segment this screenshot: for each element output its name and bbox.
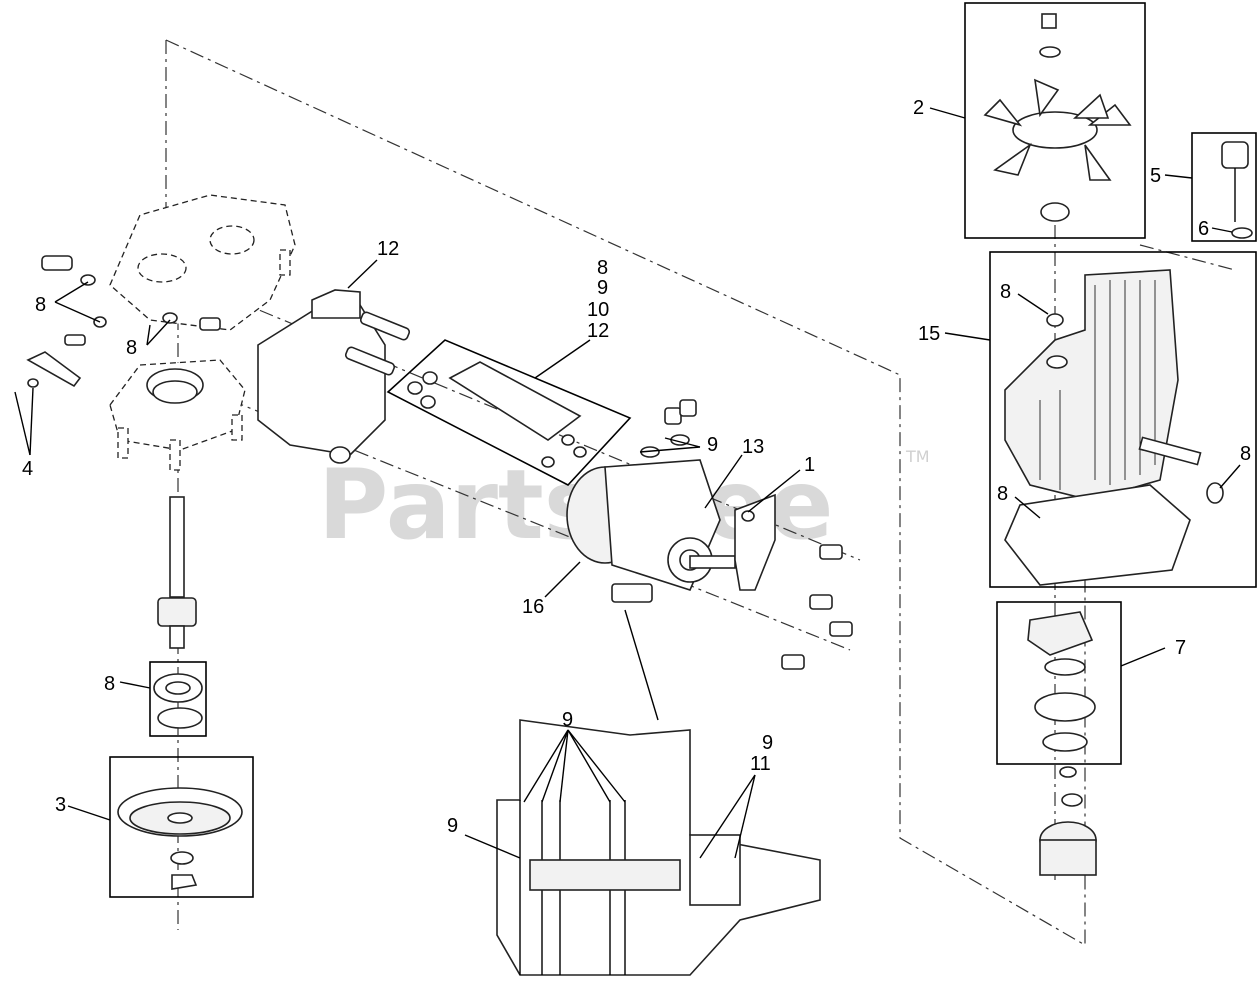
callout-9-stack: 9: [597, 277, 608, 299]
expansion-tank-box: [989, 251, 1257, 588]
callout-1: 1: [804, 454, 815, 476]
callout-8-gasket: 8: [997, 483, 1008, 505]
callout-16: 16: [522, 596, 544, 618]
control-arm: [26, 351, 82, 388]
callout-5: 5: [1150, 165, 1161, 187]
callout-12-top: 12: [377, 238, 399, 260]
callout-9-section-right: 9: [762, 732, 773, 754]
lower-housing-ghost: [109, 359, 246, 471]
seal-kit-frame: [386, 339, 632, 486]
callout-15: 15: [918, 323, 940, 345]
coupler-kit-box: [996, 601, 1122, 765]
callout-9-section-left: 9: [447, 815, 458, 837]
callout-8-bearing: 8: [104, 673, 115, 695]
callout-9-section-top: 9: [562, 709, 573, 731]
callout-7: 7: [1175, 637, 1186, 659]
callout-3: 3: [55, 794, 66, 816]
dipstick-kit-box: [1191, 132, 1257, 242]
callout-labels: 2 5 6 8 15 8 8 7 12 8 9 10 12 9 13 1 16 …: [22, 97, 1251, 837]
callout-2: 2: [913, 97, 924, 119]
callout-11: 11: [750, 753, 771, 775]
callout-8-stack: 8: [597, 257, 608, 279]
end-cap-housing: [257, 289, 411, 464]
callout-10-stack: 10: [587, 299, 609, 321]
pump-assembly: [566, 399, 853, 670]
left-fittings: [41, 255, 221, 346]
leader-lines: [14, 107, 1241, 859]
callout-8-right-fitting: 8: [1240, 443, 1251, 465]
callout-8-left-fittings: 8: [35, 294, 46, 316]
callout-9-plugs: 9: [707, 434, 718, 456]
callout-6: 6: [1198, 218, 1209, 240]
pump-section-view: [496, 719, 821, 976]
callout-12-stack: 12: [587, 320, 609, 342]
callout-8-top-right: 8: [1000, 281, 1011, 303]
fan-kit-box: [964, 2, 1146, 239]
callout-8-left-seal: 8: [126, 337, 137, 359]
callout-13: 13: [742, 436, 764, 458]
callout-4: 4: [22, 458, 33, 480]
bearing-kit-box: [149, 661, 207, 737]
right-lower-parts: [1039, 766, 1097, 876]
upper-housing-ghost: [109, 194, 296, 331]
input-shaft: [157, 496, 197, 649]
watermark-trademark: TM: [905, 447, 930, 466]
pulley-kit-box: [109, 756, 254, 898]
